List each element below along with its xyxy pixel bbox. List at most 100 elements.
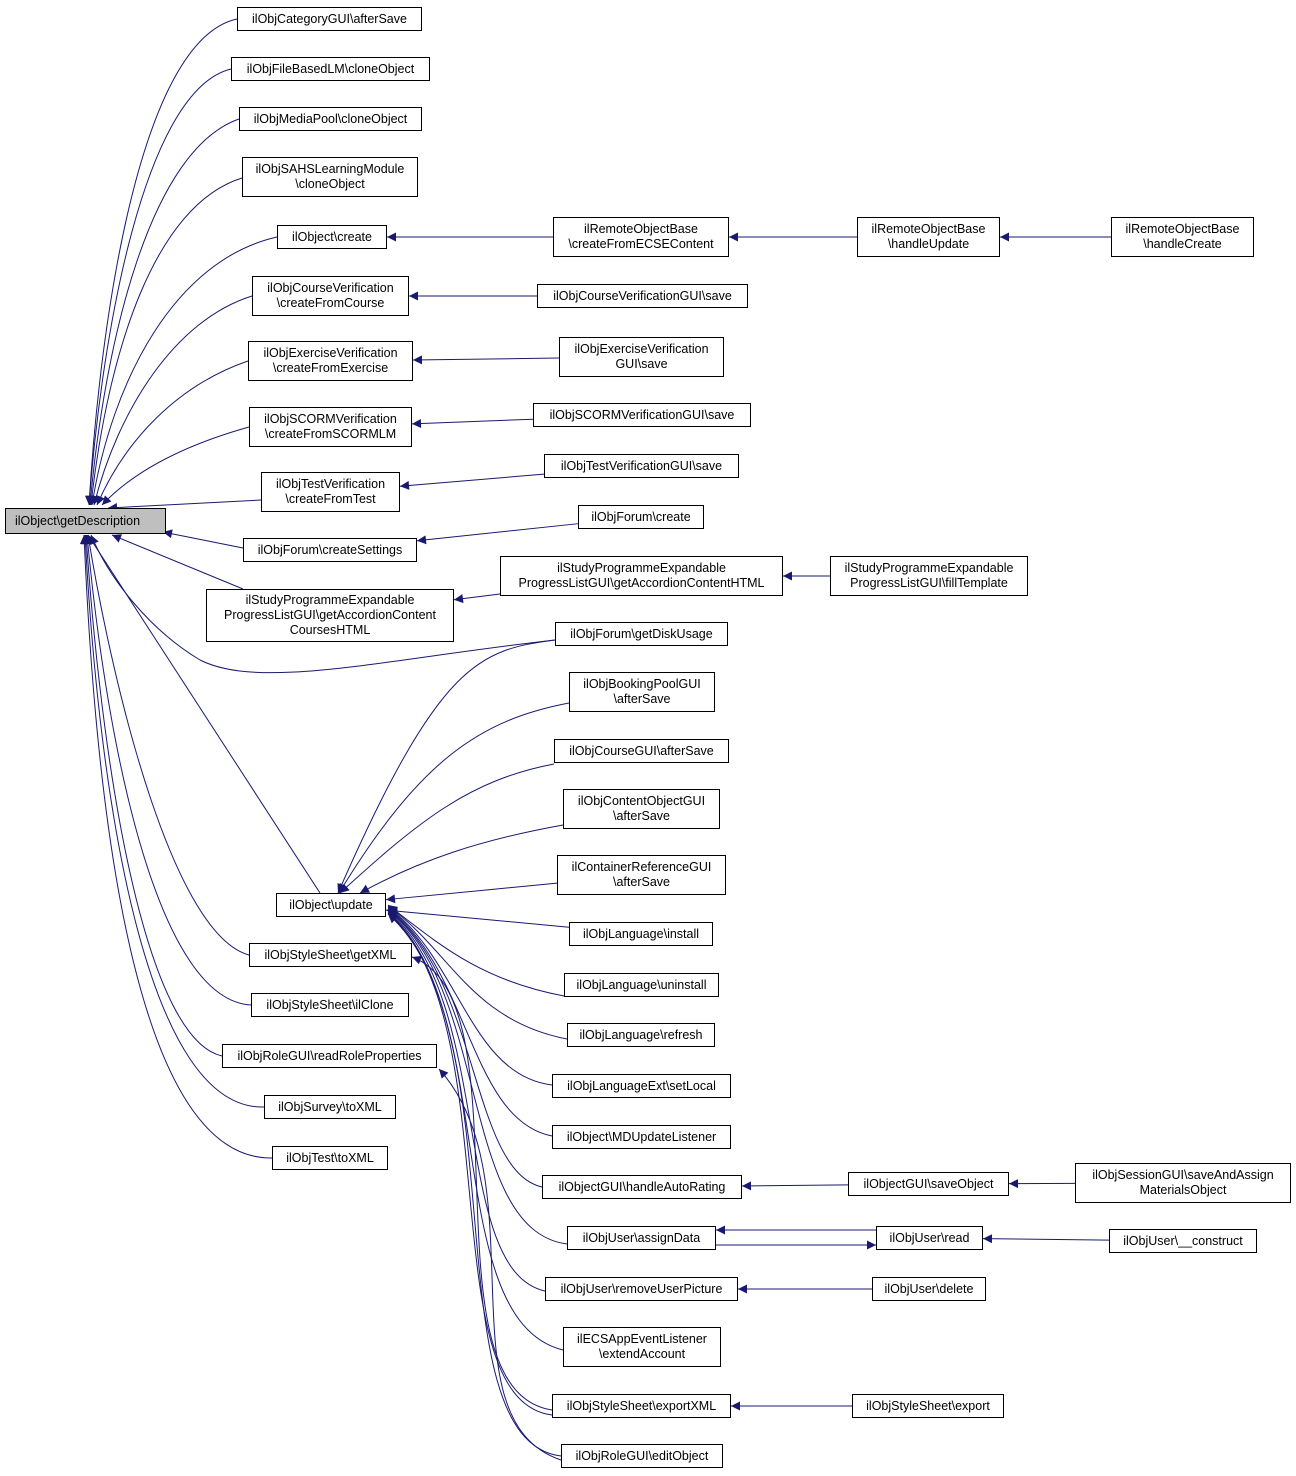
node-label-line: ProgressListGUI\getAccordionContentHTML (518, 576, 765, 590)
edge-forumDiskUsage-to-objUpdate (337, 639, 556, 894)
edge-guiSaveObject-to-guiAutoRating (741, 1181, 849, 1191)
node-label-line: ilObjLanguage\install (582, 926, 700, 941)
node-label-line: GUI\save (615, 357, 668, 371)
node-label-line: ilObjStyleSheet\getXML (264, 947, 397, 962)
node-coAfterSave[interactable]: ilObjContentObjectGUI\afterSave (563, 789, 720, 829)
node-label-line: ilObjForum\createSettings (257, 542, 403, 557)
node-label-line: ilObjRoleGUI\readRoleProperties (237, 1048, 422, 1063)
edge-forumCreate-to-forumCreateSettings (416, 523, 579, 545)
node-userAssignData[interactable]: ilObjUser\assignData (567, 1226, 716, 1250)
node-label-line: ilObjBookingPoolGUI (583, 677, 701, 691)
node-label-line: \createFromSCORMLM (264, 427, 397, 441)
node-ssGetXML[interactable]: ilObjStyleSheet\getXML (249, 943, 412, 967)
node-label-line: ilObjUser\__construct (1123, 1233, 1243, 1248)
node-label-line: ilObjSCORMVerification (264, 412, 397, 426)
node-label-line: ilECSAppEventListener (577, 1332, 707, 1346)
node-label-line: ilObjExerciseVerification (263, 346, 398, 360)
node-label-line: ilStudyProgrammeExpandable (557, 561, 726, 575)
edge-objCreate-to-root (88, 236, 278, 506)
node-catAfterSave[interactable]: ilObjCategoryGUI\afterSave (237, 7, 422, 31)
node-label-line: \afterSave (613, 875, 670, 889)
node-label-line: \afterSave (613, 692, 671, 706)
node-forumDiskUsage[interactable]: ilObjForum\getDiskUsage (555, 622, 728, 646)
node-crsAfterSave[interactable]: ilObjCourseGUI\afterSave (554, 739, 729, 763)
node-svGuiSave[interactable]: ilObjSCORMVerificationGUI\save (533, 403, 751, 427)
node-label-line: \createFromTest (285, 492, 376, 506)
node-label-line: ilObjRoleGUI\editObject (575, 1448, 709, 1463)
node-userRead[interactable]: ilObjUser\read (876, 1226, 983, 1250)
node-label-line: ilObjStyleSheet\ilClone (266, 997, 394, 1012)
node-label-line: ilObject\create (292, 229, 372, 244)
node-tvGuiSave[interactable]: ilObjTestVerificationGUI\save (544, 454, 739, 478)
node-sahsClone[interactable]: ilObjSAHSLearningModule\cloneObject (242, 157, 418, 197)
node-label-line: ilObjLanguage\refresh (579, 1027, 703, 1042)
node-label-line: ilObjTestVerificationGUI\save (560, 458, 723, 473)
node-langInstall[interactable]: ilObjLanguage\install (569, 922, 713, 946)
node-label-line: ilObjForum\create (591, 509, 691, 524)
edge-tvCreate-to-root (107, 499, 262, 513)
node-objMDUpdate[interactable]: ilObject\MDUpdateListener (552, 1125, 731, 1149)
node-ssIlClone[interactable]: ilObjStyleSheet\ilClone (251, 993, 409, 1017)
node-userDelete[interactable]: ilObjUser\delete (872, 1277, 986, 1301)
edge-cvCreate-to-root (91, 295, 253, 506)
node-evCreate[interactable]: ilObjExerciseVerification\createFromExer… (248, 341, 413, 381)
node-label-line: ilObjContentObjectGUI (577, 794, 706, 808)
node-label-line: ilRemoteObjectBase (871, 222, 986, 236)
node-userRemovePic[interactable]: ilObjUser\removeUserPicture (545, 1277, 738, 1301)
node-label-line: ilObjExerciseVerification (574, 342, 709, 356)
node-userConstruct[interactable]: ilObjUser\__construct (1109, 1229, 1257, 1253)
node-label-line: ilContainerReferenceGUI (571, 860, 712, 874)
edge-userAssignData-to-objUpdate (387, 909, 568, 1245)
edge-ssExportXML-to-ssGetXML (411, 955, 553, 1411)
node-label-line: \createFromCourse (276, 296, 385, 310)
node-tvCreate[interactable]: ilObjTestVerification\createFromTest (261, 472, 400, 512)
node-roleReadProps[interactable]: ilObjRoleGUI\readRoleProperties (222, 1044, 437, 1068)
edge-roleEditObject-to-objUpdate (387, 913, 562, 1457)
edge-evCreate-to-root (96, 360, 249, 506)
node-forumCreate[interactable]: ilObjForum\create (578, 505, 704, 529)
node-label-line: \createFromExercise (272, 361, 389, 375)
node-guiSaveObject[interactable]: ilObjectGUI\saveObject (848, 1172, 1009, 1196)
node-svCreate[interactable]: ilObjSCORMVerification\createFromSCORMLM (249, 407, 412, 447)
node-objUpdate[interactable]: ilObject\update (276, 893, 386, 917)
edge-bpAfterSave-to-objUpdate (338, 702, 570, 894)
edges-layer (79, 18, 1111, 1461)
node-mpClone[interactable]: ilObjMediaPool\cloneObject (239, 107, 422, 131)
node-forumCreateSettings[interactable]: ilObjForum\createSettings (243, 538, 417, 562)
node-bpAfterSave[interactable]: ilObjBookingPoolGUI\afterSave (569, 672, 715, 712)
node-langRefresh[interactable]: ilObjLanguage\refresh (567, 1023, 715, 1047)
edge-crsAfterSave-to-objUpdate (339, 763, 555, 894)
edge-roleEditObject-to-roleReadProps (438, 1068, 562, 1461)
node-crefAfterSave[interactable]: ilContainerReferenceGUI\afterSave (557, 855, 726, 895)
node-label-line: ilObjCourseVerificationGUI\save (553, 288, 732, 303)
node-ssExportXML[interactable]: ilObjStyleSheet\exportXML (552, 1394, 731, 1418)
node-objCreate[interactable]: ilObject\create (277, 225, 387, 249)
node-label-line: ilObjUser\assignData (582, 1230, 701, 1245)
node-rbHandleUpdate[interactable]: ilRemoteObjectBase\handleUpdate (857, 217, 1000, 257)
node-label-line: ilObjSCORMVerificationGUI\save (549, 407, 735, 422)
node-cvCreate[interactable]: ilObjCourseVerification\createFromCourse (252, 276, 409, 316)
node-label-line: ilObject\getDescription (15, 513, 141, 528)
node-rbCreateECSE[interactable]: ilRemoteObjectBase\createFromECSEContent (553, 217, 729, 257)
node-langUninstall[interactable]: ilObjLanguage\uninstall (564, 973, 719, 997)
node-label-line: ilObjStyleSheet\exportXML (566, 1398, 717, 1413)
node-survToXML[interactable]: ilObjSurvey\toXML (264, 1095, 396, 1119)
node-guiAutoRating[interactable]: ilObjectGUI\handleAutoRating (542, 1175, 742, 1199)
node-label-line: ilObjLanguageExt\setLocal (567, 1078, 716, 1093)
root-node[interactable]: ilObject\getDescription (5, 508, 166, 534)
node-ssExport[interactable]: ilObjStyleSheet\export (852, 1394, 1004, 1418)
node-langExtSetLocal[interactable]: ilObjLanguageExt\setLocal (552, 1074, 731, 1098)
node-fblmClone[interactable]: ilObjFileBasedLM\cloneObject (231, 57, 430, 81)
node-testToXML[interactable]: ilObjTest\toXML (272, 1146, 388, 1170)
node-roleEditObject[interactable]: ilObjRoleGUI\editObject (561, 1444, 723, 1468)
node-ecsExtend[interactable]: ilECSAppEventListener\extendAccount (563, 1327, 721, 1367)
node-rbHandleCreate[interactable]: ilRemoteObjectBase\handleCreate (1111, 217, 1254, 257)
edge-catAfterSave-to-root (85, 18, 238, 506)
node-label-line: ProgressListGUI\getAccordionContent (224, 608, 436, 622)
node-cvGuiSave[interactable]: ilObjCourseVerificationGUI\save (537, 284, 748, 308)
